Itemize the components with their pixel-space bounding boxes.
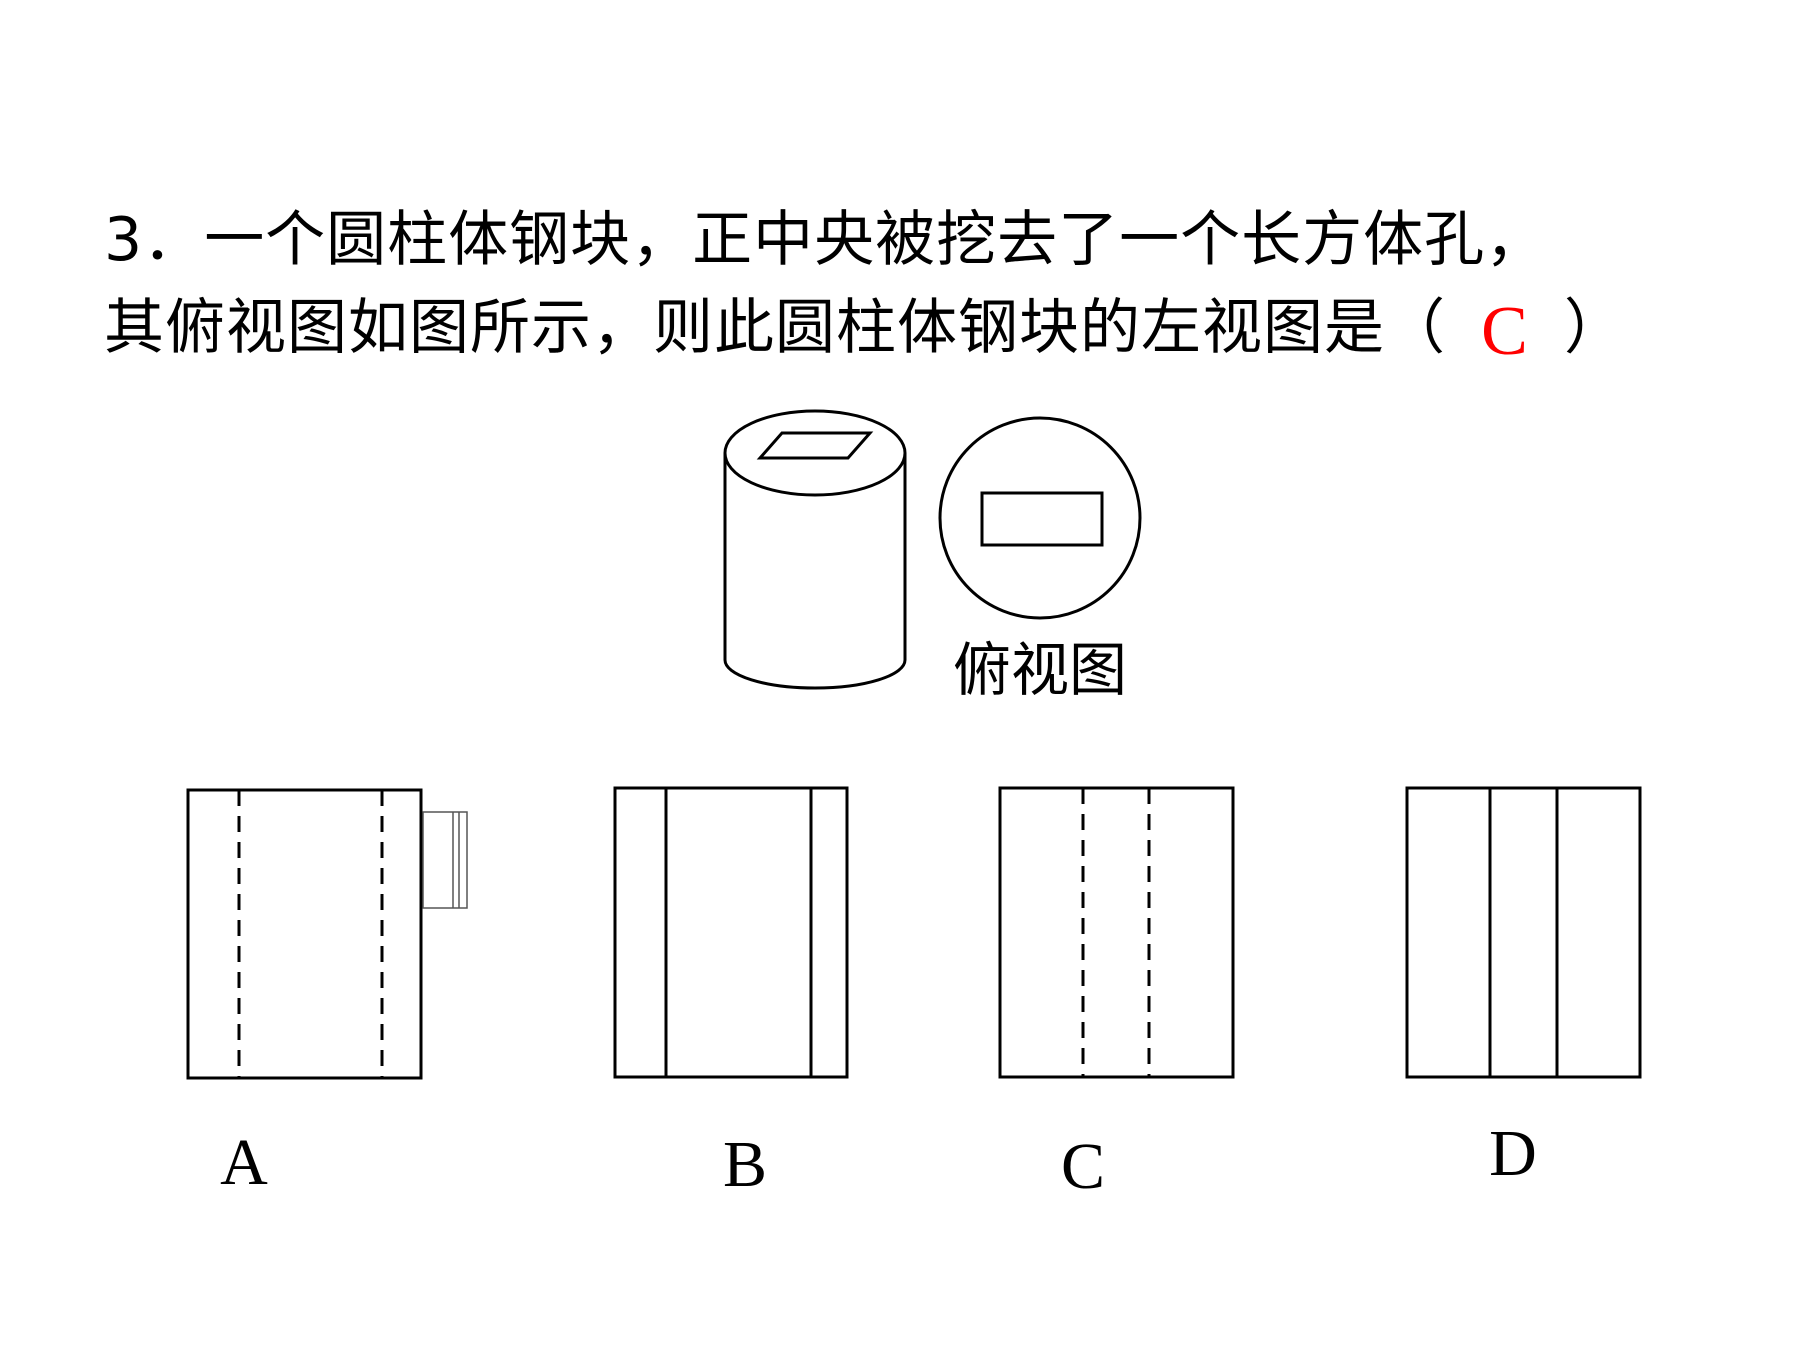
option-a-label: A: [220, 1126, 268, 1199]
question-line-1: 3．一个圆柱体钢块，正中央被挖去了一个长方体孔，: [104, 196, 1794, 284]
cylinder-top-ellipse: [723, 409, 907, 497]
option-b-drawing: [613, 786, 849, 1079]
top-view: [938, 416, 1142, 620]
option-d-drawing: [1405, 786, 1642, 1079]
question-text: 3．一个圆柱体钢块，正中央被挖去了一个长方体孔， 其俯视图如图所示，则此圆柱体钢…: [104, 196, 1794, 372]
cylinder-drawing: [723, 409, 907, 690]
answer-mark: C: [1481, 293, 1529, 370]
option-c-label: C: [1061, 1130, 1105, 1203]
cylinder-hole-rect: [756, 431, 874, 460]
question-line-2-text: 其俯视图如图所示，则此圆柱体钢块的左视图是（: [104, 293, 1446, 363]
option-c-drawing: [998, 786, 1235, 1079]
question-line-2: 其俯视图如图所示，则此圆柱体钢块的左视图是（ C ）: [104, 284, 1794, 372]
question-number: 3．: [104, 205, 205, 275]
top-view-hole-rect: [980, 491, 1104, 547]
option-b-label: B: [723, 1128, 767, 1201]
option-d-outline: [1405, 786, 1642, 1079]
cylinder-bottom-arc: [723, 659, 907, 690]
top-view-caption: 俯视图: [953, 638, 1127, 703]
question-line-1-text: 一个圆柱体钢块，正中央被挖去了一个长方体孔，: [204, 205, 1547, 275]
option-c-outline: [998, 786, 1235, 1079]
close-paren: ）: [1564, 293, 1625, 363]
option-a-side-tab: [422, 811, 468, 909]
option-d-label: D: [1489, 1117, 1537, 1190]
top-view-circle: [938, 416, 1142, 620]
option-a-drawing: [186, 788, 423, 1080]
option-b-outline: [613, 786, 849, 1079]
option-a-outline: [186, 788, 423, 1080]
